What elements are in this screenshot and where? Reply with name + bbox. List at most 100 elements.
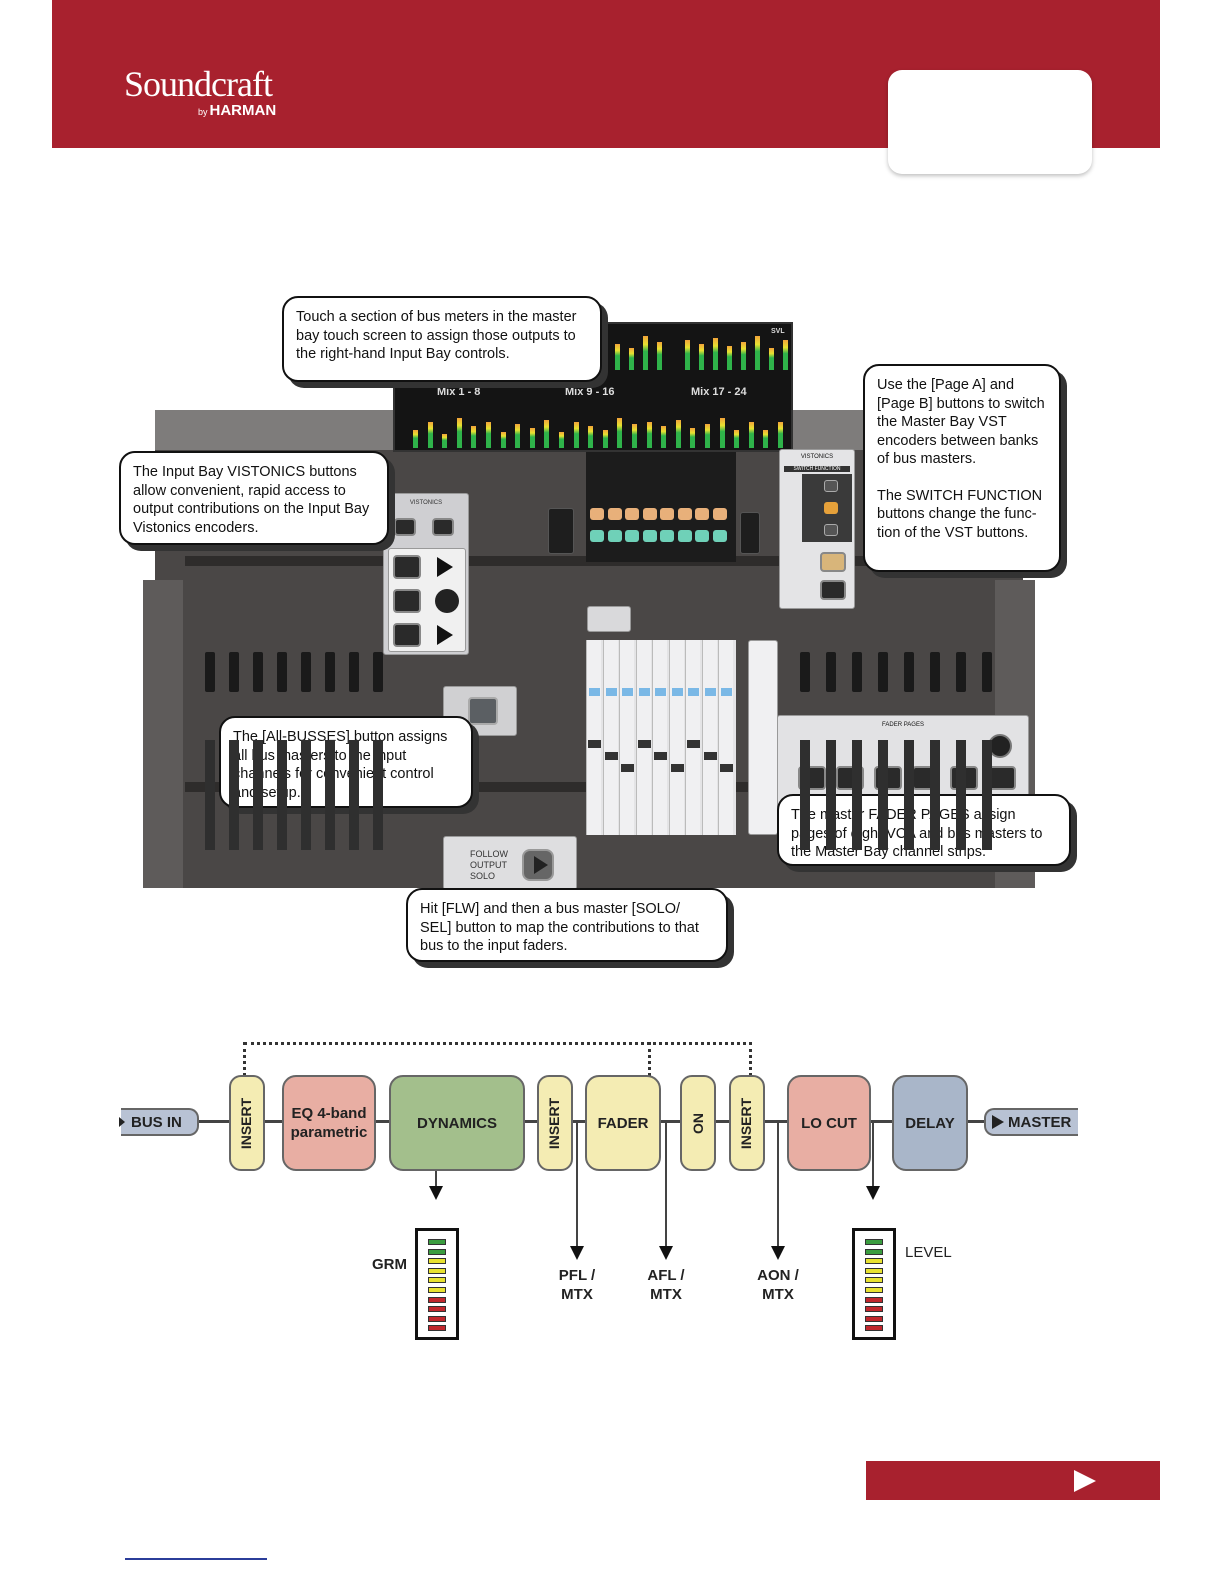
insert-block: INSERT [229, 1075, 265, 1171]
vistonics-button[interactable] [432, 518, 454, 536]
encoder-knob [642, 530, 657, 542]
encoder-knob-icon[interactable] [435, 589, 459, 613]
insert-dotted-link [243, 1042, 246, 1076]
grm-meter [415, 1228, 459, 1340]
strip-select-led [589, 688, 600, 696]
master-channel-strip [619, 640, 634, 835]
bus-meter-bar [559, 432, 564, 448]
bus-meter-bar [685, 340, 690, 370]
page-b-button[interactable] [820, 580, 846, 600]
meter-led [865, 1258, 883, 1265]
bus-meter-bar [442, 434, 448, 448]
bus-meter-bar [778, 422, 783, 448]
meter-led [865, 1239, 883, 1245]
input-fader-slot [205, 740, 215, 850]
input-fader-slot [277, 740, 287, 850]
bus-meter-bar [529, 428, 535, 448]
encoder-knob [590, 508, 604, 520]
bus-in-block: BUS IN [119, 1108, 199, 1136]
switch-button[interactable] [824, 524, 838, 536]
fader-page-button[interactable] [988, 766, 1016, 790]
vistonics-button[interactable] [393, 623, 421, 647]
input-channel-strip [229, 652, 239, 692]
bus-meter-bar [699, 344, 704, 370]
switch-button[interactable] [824, 502, 838, 514]
master-bay-strips [586, 640, 736, 835]
master-vst-encoders [586, 452, 736, 562]
insert-block: INSERT [729, 1075, 765, 1171]
next-page-bar[interactable] [866, 1461, 1160, 1500]
callout-fader-pages: The master FADER PAGES assign pages of e… [777, 794, 1071, 866]
bus-meter-bar [713, 338, 718, 370]
bus-meter-bar [705, 424, 710, 448]
bus-meter-bar [719, 418, 725, 448]
input-channel-strip [956, 652, 966, 692]
bus-meter-bar [632, 424, 637, 448]
fader-cap [703, 752, 717, 760]
fader-cap [720, 764, 733, 772]
footer-link-underline [125, 1558, 267, 1560]
bus-meter-bar [500, 432, 506, 448]
master-channel-strip [652, 640, 667, 835]
bus-meter-bar [471, 426, 477, 448]
input-fader-slot [349, 740, 359, 850]
bus-meter-bar [413, 430, 418, 448]
callout-vistonics: The Input Bay VISTONICS buttons allow co… [119, 451, 389, 545]
insert-dotted-link [648, 1042, 651, 1076]
input-fader-slot [852, 740, 862, 850]
input-fader-slot [325, 740, 335, 850]
input-channel-strip [852, 652, 862, 692]
master-channel-strip [718, 640, 733, 835]
input-channel-strip [301, 652, 311, 692]
bus-meter-bar [573, 422, 579, 448]
meter-led [428, 1325, 446, 1332]
pfl-mtx-label: PFL / MTX [558, 1267, 596, 1303]
switch-button[interactable] [824, 480, 838, 492]
encoder-knob [660, 508, 674, 520]
page-a-button[interactable] [820, 552, 846, 572]
encoder-knob [695, 508, 709, 520]
strip-select-led [704, 688, 716, 696]
fader-cap [588, 740, 601, 748]
all-busses-button[interactable] [468, 697, 498, 725]
fader-block: FADER [585, 1075, 661, 1171]
input-channel-strip [800, 652, 810, 692]
bus-meter-bar [615, 344, 620, 370]
input-vistonics-panel: VISTONICS [383, 493, 469, 655]
bus-meter-bar [617, 418, 623, 448]
meter-led [865, 1277, 883, 1284]
vistonics-button[interactable] [394, 518, 416, 536]
bus-meter-bar [657, 342, 662, 370]
encoder-knob [712, 530, 727, 542]
next-arrow-icon[interactable] [1074, 1470, 1096, 1492]
master-channel-strip [635, 640, 651, 835]
bus-meter-bar [629, 348, 634, 370]
flw-button[interactable] [522, 849, 554, 881]
bus-meter-bar [763, 430, 769, 448]
bus-meter-bar [748, 422, 754, 448]
bus-meter-bar [734, 430, 740, 448]
fader-cap [670, 764, 684, 772]
vistonics-button[interactable] [393, 555, 421, 579]
input-channel-strip [878, 652, 888, 692]
meter-led [428, 1267, 446, 1274]
grm-label: GRM [372, 1256, 407, 1273]
strip-select-led [605, 688, 617, 696]
afl-tap-line [665, 1123, 667, 1248]
bus-meter-bar [515, 424, 521, 448]
vistonics-button[interactable] [393, 589, 421, 613]
input-fader-slot [956, 740, 966, 850]
arrow-down-icon [866, 1186, 880, 1200]
input-channel-strip [930, 652, 940, 692]
encoder-knob [677, 508, 692, 520]
input-fader-slot [253, 740, 263, 850]
encoder-knob [607, 508, 622, 520]
strip-select-led [622, 688, 633, 696]
meter-led [865, 1306, 883, 1313]
input-fader-slot [229, 740, 239, 850]
bus-meter-bar [486, 422, 491, 448]
bus-meter-bar [741, 342, 746, 370]
meter-led [428, 1306, 446, 1313]
master-channel-strip [586, 640, 601, 835]
follow-button-label: FOLLOW OUTPUT SOLO [470, 849, 509, 881]
